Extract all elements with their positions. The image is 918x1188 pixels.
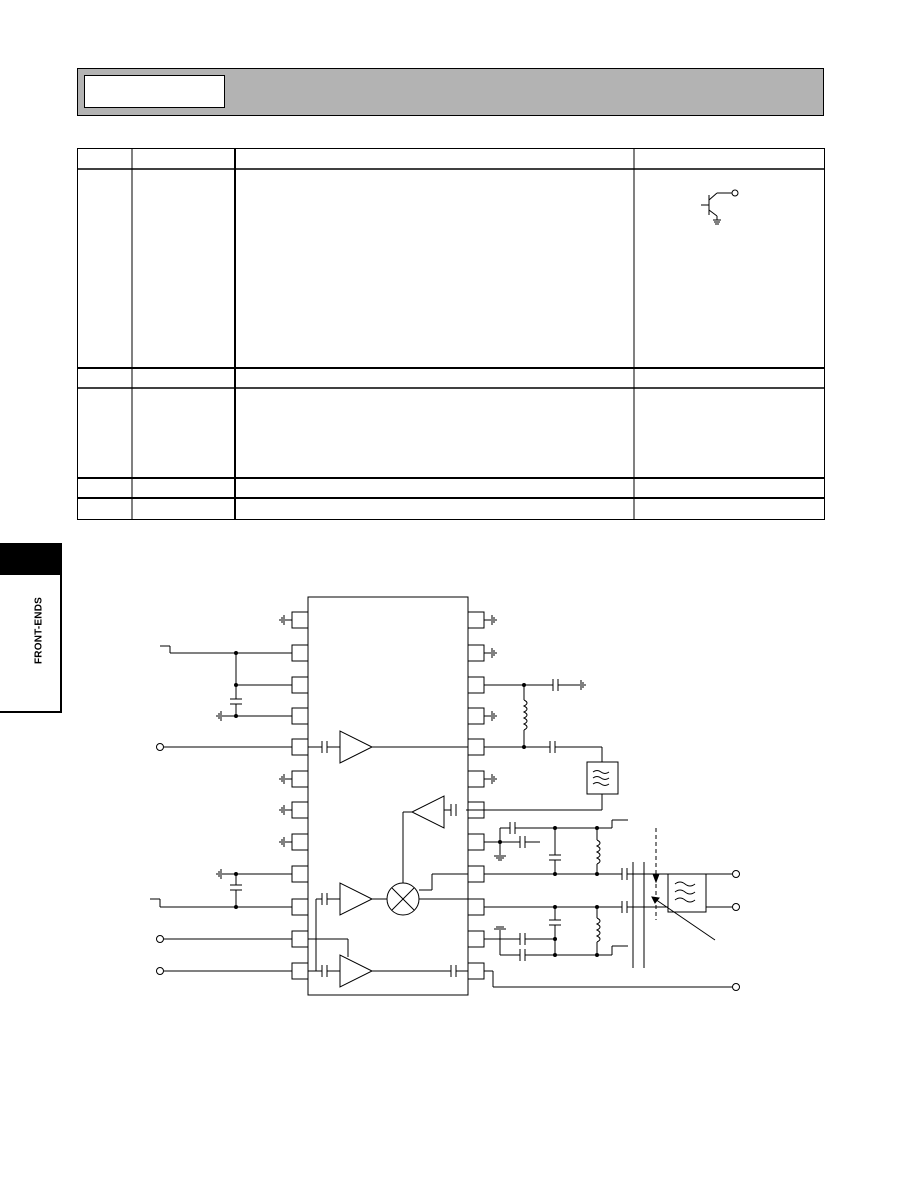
inductor-icon [595, 839, 601, 865]
side-tab-marker [0, 543, 60, 575]
amplifier-icon [339, 954, 374, 988]
amplifier-icon [339, 730, 374, 764]
amplifier-icon [339, 882, 374, 916]
transistor-icon [701, 189, 739, 225]
ground-icon [279, 615, 292, 847]
ic-body [307, 596, 469, 996]
header-bar [77, 68, 824, 116]
inductor-icon [595, 917, 601, 943]
bandpass-filter-icon [586, 761, 619, 795]
header-title-box [84, 75, 225, 108]
pin-table [77, 148, 825, 520]
amplifier-icon [410, 795, 445, 829]
ground-icon [484, 615, 497, 784]
side-tab: FRONT-ENDS [0, 543, 62, 713]
inductor-icon [522, 699, 528, 731]
bandpass-filter-icon [667, 873, 707, 913]
